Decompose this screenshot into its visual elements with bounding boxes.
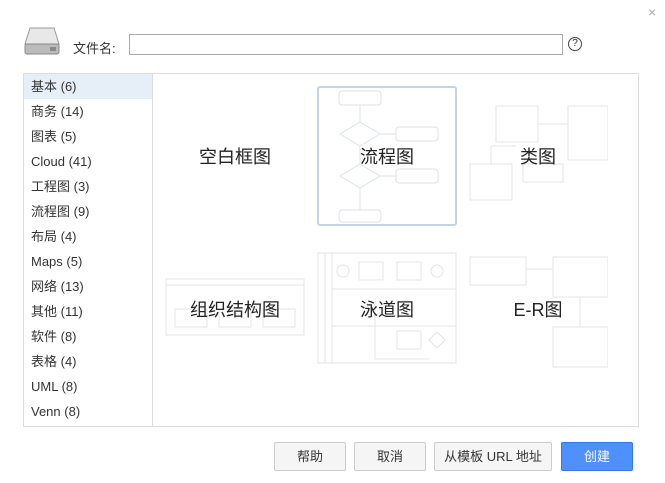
category-item[interactable]: Venn (8) [31, 404, 81, 419]
category-item[interactable]: 图表 (5) [31, 129, 77, 144]
template-class-diagram[interactable]: 类图 [468, 86, 608, 226]
category-item[interactable]: 网络 (13) [31, 279, 84, 294]
template-label: 泳道图 [360, 300, 414, 320]
template-label: E-R图 [513, 300, 563, 320]
category-list: 基本 (6) 商务 (14) 图表 (5) Cloud (41) 工程图 (3)… [23, 73, 153, 427]
create-button[interactable]: 创建 [561, 442, 633, 471]
from-template-url-button[interactable]: 从模板 URL 地址 [434, 442, 552, 471]
filename-label: 文件名: [73, 41, 116, 56]
cancel-button[interactable]: 取消 [354, 442, 426, 471]
category-item[interactable]: 布局 (4) [31, 229, 77, 244]
template-org-chart[interactable]: 组织结构图 [165, 239, 305, 379]
drive-icon [24, 27, 60, 55]
template-er-diagram[interactable]: E-R图 [468, 239, 608, 379]
flowchart-thumbnail [338, 90, 439, 223]
template-blank[interactable]: 空白框图 [165, 86, 305, 226]
category-item[interactable]: 工程图 (3) [31, 179, 90, 194]
class-thumbnail [469, 105, 608, 201]
category-item[interactable]: Cloud (41) [31, 154, 92, 169]
category-item[interactable]: 其他 (11) [31, 304, 83, 319]
category-item[interactable]: UML (8) [31, 379, 78, 394]
template-label: 类图 [520, 147, 556, 167]
template-label: 组织结构图 [190, 300, 280, 320]
filename-input[interactable] [129, 34, 563, 55]
category-item[interactable]: 商务 (14) [31, 104, 84, 119]
template-swimlane[interactable]: 泳道图 [317, 239, 457, 379]
category-item[interactable]: Maps (5) [31, 254, 83, 269]
template-flowchart[interactable]: 流程图 [317, 86, 457, 226]
template-pane: 空白框图 流程图 类图 组织结构图 泳道图 E-R图 [152, 73, 639, 427]
close-icon[interactable]: × [648, 4, 657, 20]
template-label: 流程图 [360, 147, 414, 167]
category-item[interactable]: 基本 (6) [24, 74, 153, 99]
help-button[interactable]: 帮助 [274, 442, 346, 471]
swimlane-thumbnail [317, 252, 457, 364]
template-label: 空白框图 [199, 147, 271, 167]
category-item[interactable]: 流程图 (9) [31, 204, 90, 219]
category-item[interactable]: 表格 (4) [31, 354, 77, 369]
category-item[interactable]: 软件 (8) [31, 329, 77, 344]
er-thumbnail [469, 256, 608, 368]
orgchart-thumbnail [165, 278, 305, 336]
help-icon[interactable]: ? [568, 37, 582, 51]
